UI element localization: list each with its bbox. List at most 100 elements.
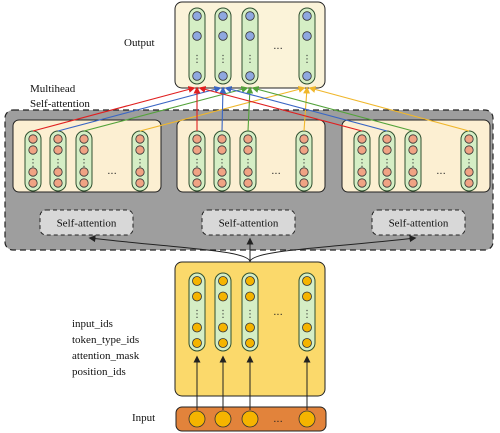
- node: [299, 167, 309, 177]
- head-2-to-output-arrow-2: [219, 86, 227, 132]
- vertical-dots: ⋮: [192, 309, 202, 320]
- node: [245, 322, 255, 333]
- node: [464, 167, 474, 177]
- node: [302, 31, 312, 41]
- vertical-dots: ⋮: [192, 54, 202, 65]
- head-1-column-1: ⋮: [24, 130, 42, 192]
- input-column-3: ⋮: [241, 272, 259, 352]
- node: [218, 291, 228, 302]
- self-attention-label: Self-attention: [389, 218, 449, 230]
- vertical-dots: ⋮: [218, 54, 228, 65]
- node: [302, 11, 312, 21]
- input-field-input-ids: input_ids: [72, 318, 113, 330]
- head-2-column-2: ⋮: [213, 130, 231, 192]
- head-3-column-4: ⋮: [460, 130, 478, 192]
- node: [245, 291, 255, 302]
- node: [79, 167, 89, 177]
- node: [302, 291, 312, 302]
- node: [302, 276, 312, 286]
- self-attention-box-3: Self-attention: [371, 209, 466, 236]
- node: [192, 291, 202, 302]
- node: [245, 276, 255, 286]
- horizontal-ellipsis: ...: [436, 166, 446, 177]
- node: [192, 145, 202, 155]
- vertical-dots: ⋮: [302, 309, 312, 320]
- node: [28, 145, 38, 155]
- head-3-column-3: ⋮: [404, 130, 422, 192]
- input-column-1: ⋮: [188, 272, 206, 352]
- node: [357, 134, 367, 144]
- node: [192, 71, 202, 81]
- node: [217, 167, 227, 177]
- node: [217, 145, 227, 155]
- node: [243, 134, 253, 144]
- node: [245, 31, 255, 41]
- node: [382, 178, 392, 188]
- vertical-dots: ⋮: [245, 309, 255, 320]
- node: [53, 167, 63, 177]
- head-1-column-3: ⋮: [75, 130, 93, 192]
- input-to-sa-1: [88, 235, 251, 263]
- node: [53, 178, 63, 188]
- self-attention-label: Self-attention: [219, 218, 279, 230]
- head-2-column-3: ⋮: [239, 130, 257, 192]
- node: [464, 178, 474, 188]
- vertical-dots: ⋮: [382, 158, 392, 169]
- vertical-dots: ⋮: [218, 309, 228, 320]
- node: [192, 338, 202, 348]
- node: [218, 31, 228, 41]
- node: [192, 31, 202, 41]
- node: [53, 145, 63, 155]
- node: [302, 71, 312, 81]
- node: [299, 134, 309, 144]
- output-label: Output: [124, 37, 155, 49]
- node: [243, 167, 253, 177]
- node: [299, 145, 309, 155]
- head-3-column-1: ⋮: [353, 130, 371, 192]
- horizontal-ellipsis: ...: [107, 166, 117, 177]
- input-field-list: input_ids token_type_ids attention_mask …: [72, 316, 139, 380]
- head-3-to-output-arrow-3: [251, 86, 414, 132]
- head-3-to-output-arrow-2: [224, 86, 388, 132]
- head-1-to-output-arrow-2: [57, 86, 222, 132]
- node: [408, 167, 418, 177]
- embedding-node-1: [188, 410, 206, 428]
- node: [28, 167, 38, 177]
- input-field-position-ids: position_ids: [72, 366, 126, 378]
- embedding-node-2: [214, 410, 232, 428]
- horizontal-ellipsis: ...: [271, 166, 281, 177]
- node: [357, 178, 367, 188]
- head-2-to-output-arrow-3: [246, 86, 254, 132]
- head-2-column-1: ⋮: [188, 130, 206, 192]
- node: [302, 322, 312, 333]
- self-attention-label: Self-attention: [57, 218, 117, 230]
- output-column-1: ⋮: [188, 7, 206, 85]
- node: [218, 71, 228, 81]
- input-label: Input: [132, 412, 156, 424]
- node: [245, 71, 255, 81]
- node: [299, 178, 309, 188]
- vertical-dots: ⋮: [408, 158, 418, 169]
- head-2-column-4: ⋮: [295, 130, 313, 192]
- vertical-dots: ⋮: [79, 158, 89, 169]
- output-column-4: ⋮: [298, 7, 316, 85]
- node: [135, 145, 145, 155]
- node: [382, 167, 392, 177]
- node: [79, 178, 89, 188]
- self-attention-box-2: Self-attention: [201, 209, 296, 236]
- node: [79, 134, 89, 144]
- head-1-to-output-arrow-1: [32, 86, 196, 132]
- node: [217, 134, 227, 144]
- node: [218, 276, 228, 286]
- horizontal-ellipsis: ...: [273, 41, 283, 52]
- input-column-4: ⋮: [298, 272, 316, 352]
- node: [382, 134, 392, 144]
- head-1-column-4: ⋮: [131, 130, 149, 192]
- node: [135, 134, 145, 144]
- head-1-to-output-arrow-3: [83, 86, 249, 132]
- vertical-dots: ⋮: [302, 54, 312, 65]
- node: [28, 178, 38, 188]
- vertical-dots: ⋮: [135, 158, 145, 169]
- node: [135, 167, 145, 177]
